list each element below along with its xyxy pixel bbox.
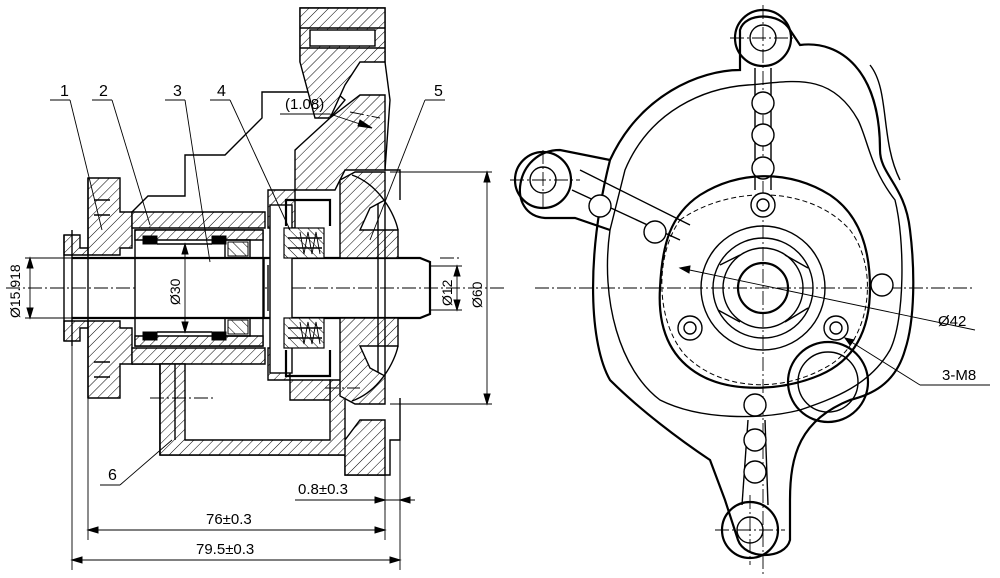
flange-bolt-hole-right — [823, 315, 849, 341]
flange-offset-dim: 0.8±0.3 — [298, 481, 348, 498]
length-79-dim: 79.5±0.3 — [196, 541, 254, 558]
thread-spec-dim: 3-M8 — [942, 367, 976, 384]
hub-bore — [736, 261, 790, 315]
ref-gap-dim: (1.08) — [285, 96, 324, 113]
part-label-3: 3 — [165, 83, 211, 263]
shaft-dia-outer-dim: Ø15.918 — [7, 264, 23, 318]
seal-spring-lower — [299, 321, 321, 345]
housing-neck — [294, 94, 386, 191]
housing-outline-upper — [131, 7, 401, 213]
front-left-ear — [518, 148, 611, 232]
part-label-1: 1 — [50, 83, 103, 231]
pulley-hub-lower — [63, 320, 133, 399]
center-flange — [658, 175, 872, 389]
front-housing-outline — [592, 15, 915, 557]
housing-dia-dim: Ø60 — [469, 281, 485, 308]
outlet-bore — [797, 351, 859, 413]
housing-wall-upper — [131, 211, 266, 229]
svg-text:1: 1 — [60, 83, 69, 100]
front-housing-inner — [606, 80, 903, 418]
seal-spring-upper — [299, 231, 321, 255]
bolt-circle-dim: Ø42 — [938, 313, 966, 330]
front-view: Ø42 3-M8 — [510, 5, 990, 575]
length-76-dim: 76±0.3 — [206, 511, 252, 528]
svg-text:6: 6 — [108, 467, 117, 484]
hub-ring-mid — [712, 237, 814, 339]
svg-text:2: 2 — [99, 83, 108, 100]
hub-ring-inner — [722, 247, 804, 329]
rib-beads — [588, 91, 894, 484]
flange-bolt-hole-left — [677, 315, 703, 341]
flange-bolt-hole-top — [750, 192, 776, 218]
part-label-5: 5 — [369, 83, 445, 241]
hub-ring-outer — [700, 225, 826, 351]
ribs — [571, 68, 772, 506]
housing-wall-lower — [131, 347, 266, 365]
svg-text:5: 5 — [434, 83, 443, 100]
part-label-4: 4 — [210, 83, 291, 231]
pulley-hub — [63, 177, 133, 256]
housing-lower-body — [159, 363, 386, 476]
part-label-2: 2 — [92, 83, 151, 226]
svg-text:4: 4 — [217, 83, 226, 100]
outlet-boss — [786, 340, 870, 424]
shaft-dia-inner-dim: Ø12 — [439, 279, 455, 306]
section-view: (1.08) Ø15.918 Ø30 Ø12 Ø60 — [6, 7, 505, 570]
svg-text:3: 3 — [173, 83, 182, 100]
bearing-dia-dim: Ø30 — [167, 278, 183, 305]
part-label-6: 6 — [100, 439, 173, 486]
